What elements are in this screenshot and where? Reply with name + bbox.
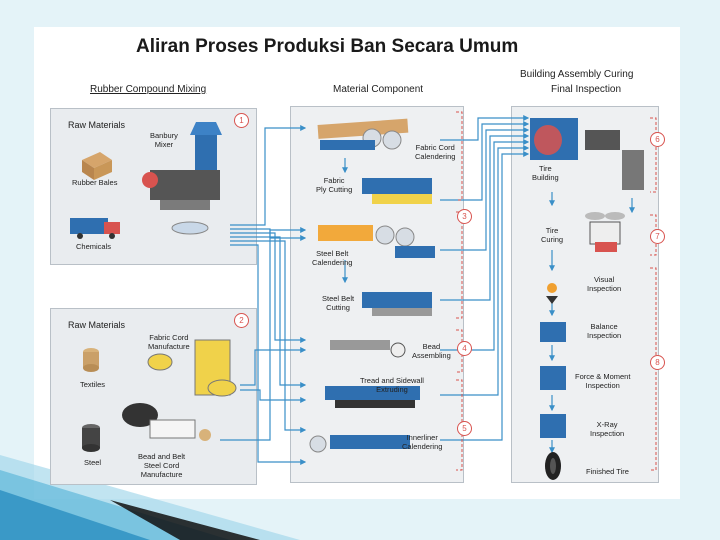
steel-belt-cutting-icon [362, 292, 432, 316]
fabric-ply-cutting-icon [362, 178, 432, 204]
fabric-cord-calendering-icon [317, 118, 409, 150]
fabric-ply-cutting-label: Fabric Ply Cutting [316, 176, 353, 194]
flow-lines-fabric [220, 227, 307, 441]
tire-building-label: Tire Building [532, 164, 559, 182]
rubber-bales-label: Rubber Bales [72, 178, 118, 187]
steel-coil-icon [82, 424, 100, 452]
step-number-5: 5 [457, 421, 472, 436]
finished-tire-icon [545, 452, 561, 480]
step-number-8: 8 [650, 355, 665, 370]
tire-building-machine-icon [530, 118, 644, 190]
fabric-cord-machine-icon [147, 339, 237, 397]
tread-sidewall-label: Tread and Sidewall Extruding [360, 376, 424, 394]
column-header-mixing: Rubber Compound Mixing [90, 84, 207, 95]
tire-curing-press-icon [585, 212, 625, 252]
steel-belt-cutting-label: Steel Belt Cutting [322, 294, 355, 312]
banbury-mixer-label: Banbury Mixer [150, 131, 178, 149]
tire-curing-label: Tire Curing [541, 226, 564, 244]
banbury-mixer-icon [142, 122, 222, 235]
step-number-6: 6 [650, 132, 665, 147]
step-number-1: 1 [234, 113, 249, 128]
flow-lines-mixing [230, 125, 307, 465]
bead-assembling-label: Bead Assembling [412, 342, 451, 360]
fabric-cord-manufacture-label: Fabric Cord Manufacture [148, 333, 190, 351]
balance-inspection-label: Balance Inspection [587, 322, 622, 340]
bead-assembling-icon [330, 340, 406, 358]
xray-inspection-label: X-Ray Inspection [590, 420, 625, 438]
steel-belt-calendering-icon [318, 225, 435, 258]
chemicals-icon [70, 218, 120, 239]
tread-extruding-icon [325, 386, 420, 408]
visual-inspection-icon [546, 283, 558, 304]
diagram-title: Aliran Proses Produksi Ban Secara Umum [136, 36, 519, 57]
xray-inspection-icon [540, 414, 566, 438]
raw-materials-panel-bottom [50, 308, 257, 485]
steel-belt-calendering-label: Steel Belt Calendering [312, 249, 353, 267]
fabric-cord-calendering-label: Fabric Cord Calendering [415, 143, 456, 161]
column-header-inspection: Final Inspection [551, 84, 622, 95]
visual-inspection-label: Visual Inspection [587, 275, 622, 293]
column-header-building: Building Assembly Curing [520, 69, 634, 80]
innerliner-calendering-icon [309, 435, 410, 453]
steel-label: Steel [84, 458, 102, 467]
finished-tire-label: Finished Tire [586, 467, 629, 476]
force-moment-inspection-label: Force & Moment Inspection [575, 372, 631, 390]
raw-materials-title-bottom: Raw Materials [68, 320, 126, 330]
flow-lines-material [440, 115, 530, 441]
textiles-label: Textiles [80, 380, 106, 389]
bead-belt-machine-icon [122, 403, 211, 441]
raw-materials-title-top: Raw Materials [68, 120, 126, 130]
force-moment-inspection-icon [540, 366, 566, 390]
innerliner-calendering-label: Innerliner Calendering [402, 433, 443, 451]
textiles-icon [83, 348, 99, 372]
step-number-4: 4 [457, 341, 472, 356]
bead-belt-label: Bead and Belt Steel Cord Manufacture [138, 452, 186, 479]
balance-inspection-icon [540, 322, 566, 342]
column-header-material: Material Component [333, 84, 424, 95]
rubber-bales-icon [82, 152, 112, 180]
chemicals-label: Chemicals [76, 242, 112, 251]
step-number-7: 7 [650, 229, 665, 244]
step-number-3: 3 [457, 209, 472, 224]
step-number-2: 2 [234, 313, 249, 328]
